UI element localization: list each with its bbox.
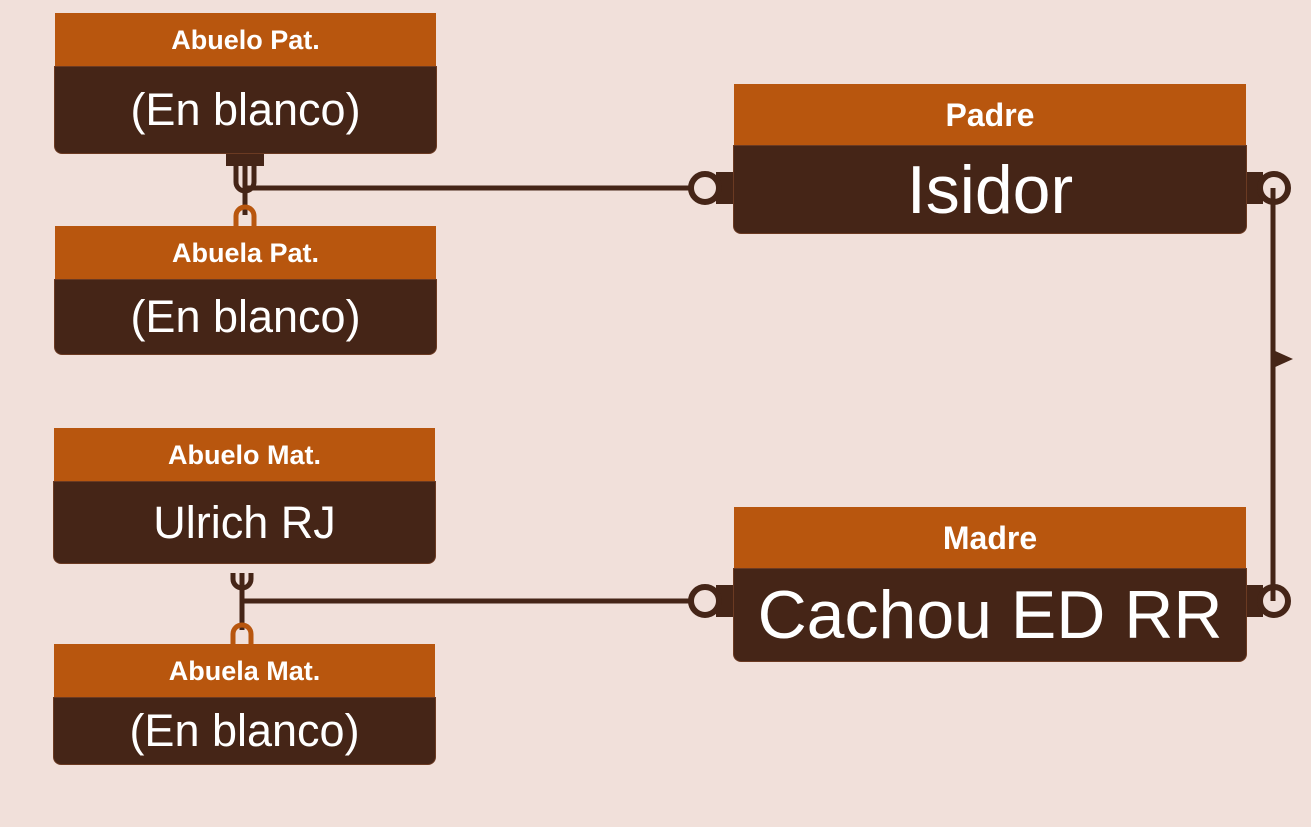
abuelo-mat-node[interactable]: Abuelo Mat. Ulrich RJ <box>54 428 435 563</box>
madre-name: Cachou ED RR <box>734 569 1246 661</box>
abuela-mat-connector-cap <box>230 622 254 644</box>
abuelo-pat-name: (En blanco) <box>55 67 436 153</box>
abuelo-pat-role: Abuelo Pat. <box>55 13 436 67</box>
abuela-pat-role: Abuela Pat. <box>55 226 436 280</box>
madre-right-ring-icon <box>1257 584 1291 618</box>
abuela-pat-name: (En blanco) <box>55 280 436 354</box>
abuelo-mat-role: Abuelo Mat. <box>54 428 435 482</box>
madre-node[interactable]: Madre Cachou ED RR <box>734 507 1246 661</box>
madre-left-plug <box>716 585 736 617</box>
abuela-mat-name: (En blanco) <box>54 698 435 764</box>
madre-role: Madre <box>734 507 1246 569</box>
direction-arrow-icon <box>1273 350 1293 368</box>
abuela-pat-connector-cap <box>233 204 257 226</box>
padre-right-ring-icon <box>1257 171 1291 205</box>
abuelo-mat-name: Ulrich RJ <box>54 482 435 563</box>
abuela-mat-role: Abuela Mat. <box>54 644 435 698</box>
padre-node[interactable]: Padre Isidor <box>734 84 1246 233</box>
padre-name: Isidor <box>734 146 1246 233</box>
padre-left-plug <box>716 172 736 204</box>
padre-right-plug <box>1243 172 1263 204</box>
madre-right-plug <box>1243 585 1263 617</box>
madre-left-ring-icon <box>688 584 722 618</box>
abuelo-pat-plug <box>226 154 264 166</box>
padre-role: Padre <box>734 84 1246 146</box>
abuelo-pat-node[interactable]: Abuelo Pat. (En blanco) <box>55 13 436 153</box>
abuela-pat-node[interactable]: Abuela Pat. (En blanco) <box>55 226 436 354</box>
padre-left-ring-icon <box>688 171 722 205</box>
abuela-mat-node[interactable]: Abuela Mat. (En blanco) <box>54 644 435 764</box>
